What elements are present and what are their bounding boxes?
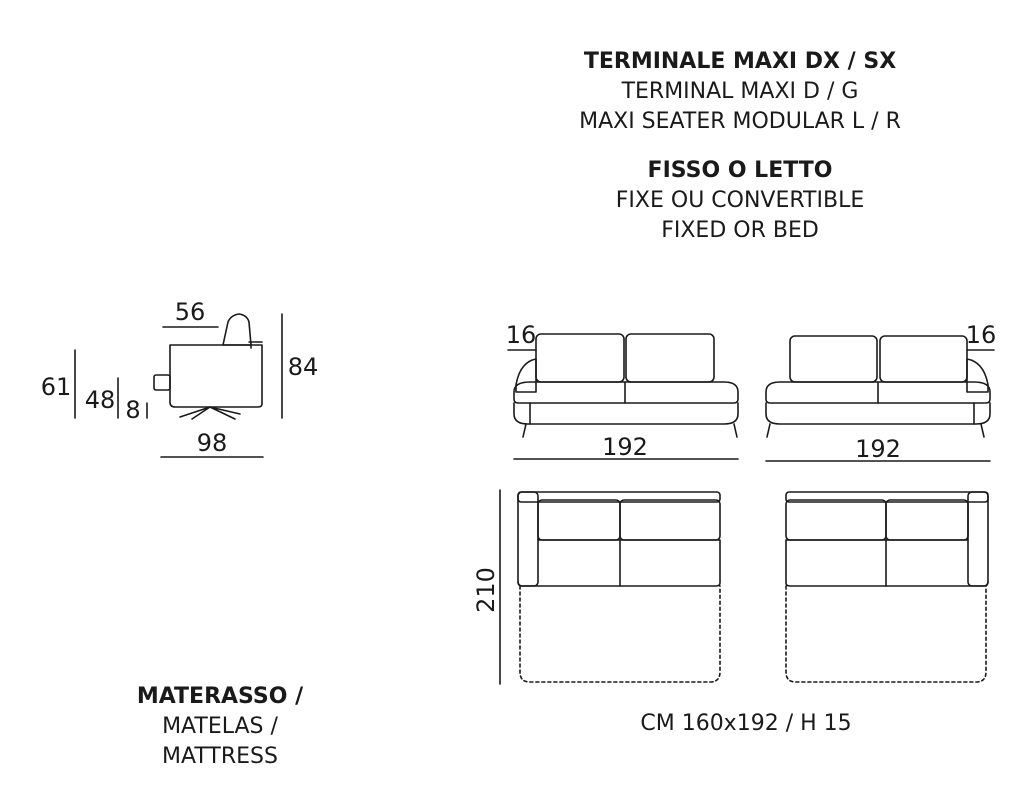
leg-height-value: 8 (125, 396, 140, 424)
product-type-block: FISSO O LETTO FIXE OU CONVERTIBLE FIXED … (540, 156, 940, 246)
mattress-outline-right (785, 585, 987, 683)
mattress-label-it: MATERASSO / (136, 684, 304, 709)
bed-length-value: 210 (472, 567, 500, 613)
arm-width-right-value: 16 (966, 321, 997, 349)
product-title-fr: TERMINAL MAXI D / G (621, 79, 859, 104)
top-back-cushion-left-2 (619, 499, 721, 541)
product-title-block: TERMINALE MAXI DX / SX TERMINAL MAXI D /… (540, 47, 940, 137)
top-seat-left (517, 539, 721, 587)
side-body-shape (169, 344, 263, 408)
leg-left-1 (522, 423, 527, 438)
width-left-value: 192 (602, 433, 648, 461)
product-type-it: FISSO O LETTO (647, 158, 833, 183)
base-shape-right (765, 402, 991, 425)
base-shape-left (513, 402, 739, 425)
leg-right-1 (766, 423, 771, 438)
mattress-outline-left (519, 585, 721, 683)
total-height-value: 84 (288, 353, 319, 381)
front-view-right: 16 192 (765, 321, 997, 463)
top-back-cushion-right-1 (785, 499, 887, 541)
leg-right-2 (980, 423, 985, 438)
back-cushion-left-2 (625, 333, 715, 383)
top-arm-left (517, 491, 539, 587)
seat-depth-value: 56 (175, 298, 206, 326)
top-arm-right (967, 491, 989, 587)
top-seat-right (785, 539, 989, 587)
headrest-shape (222, 313, 252, 346)
left-arm-shape (515, 358, 537, 393)
mattress-label-fr: MATELAS / (162, 714, 278, 739)
mattress-label-block: MATERASSO / MATELAS / MATTRESS (100, 682, 340, 772)
product-type-en: FIXED OR BED (661, 218, 819, 243)
product-title-it: TERMINALE MAXI DX / SX (583, 49, 897, 74)
top-back-cushion-left-1 (537, 499, 621, 541)
product-type-fr: FIXE OU CONVERTIBLE (615, 188, 865, 213)
mattress-label-en: MATTRESS (162, 744, 278, 769)
mattress-size-label: CM 160x192 / H 15 (640, 711, 852, 736)
top-view-right (785, 491, 989, 683)
top-back-cushion-right-2 (885, 499, 969, 541)
side-view: 56 84 61 48 8 98 (41, 298, 319, 458)
side-arm-front-shape (153, 374, 171, 391)
width-right-value: 192 (855, 435, 901, 463)
right-arm-shape (966, 358, 989, 393)
back-cushion-right-1 (789, 335, 878, 383)
swivel-base-shape (179, 406, 241, 420)
depth-value: 98 (197, 429, 228, 457)
seat-height-value: 48 (85, 386, 116, 414)
back-cushion-right-2 (879, 335, 968, 383)
arm-height-value: 61 (41, 373, 72, 401)
seat-shape-right (765, 381, 991, 404)
top-view-left: 210 (472, 489, 721, 685)
product-title-en: MAXI SEATER MODULAR L / R (579, 109, 901, 134)
leg-left-2 (733, 423, 738, 438)
seat-shape-left (513, 381, 739, 404)
back-cushion-left-1 (535, 333, 625, 383)
arm-width-left-value: 16 (506, 321, 537, 349)
front-view-left: 16 192 (506, 321, 739, 461)
